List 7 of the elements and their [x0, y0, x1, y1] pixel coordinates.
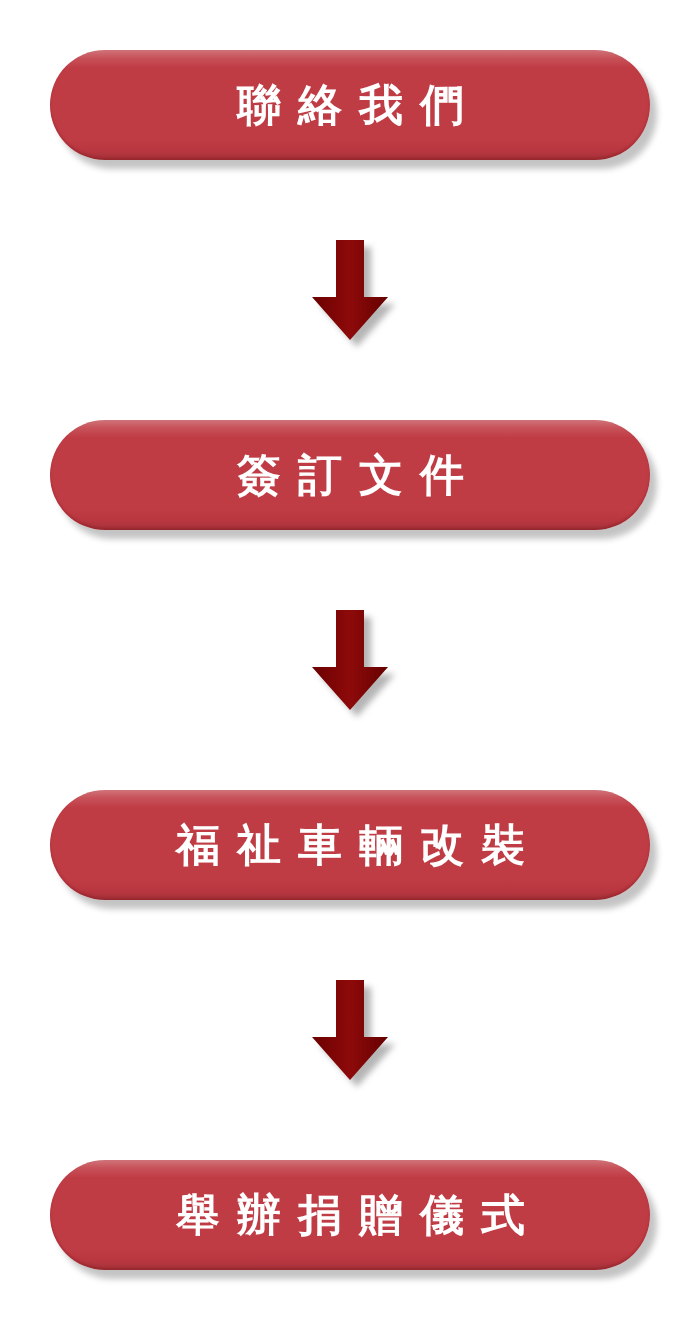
step-pill: 簽訂文件 [50, 420, 650, 530]
step-pill: 福祉車輛改裝 [50, 790, 650, 900]
down-arrow [312, 240, 388, 340]
down-arrow [312, 610, 388, 710]
down-arrow [312, 980, 388, 1080]
step-pill: 舉辦捐贈儀式 [50, 1160, 650, 1270]
step-pill: 聯絡我們 [50, 50, 650, 160]
